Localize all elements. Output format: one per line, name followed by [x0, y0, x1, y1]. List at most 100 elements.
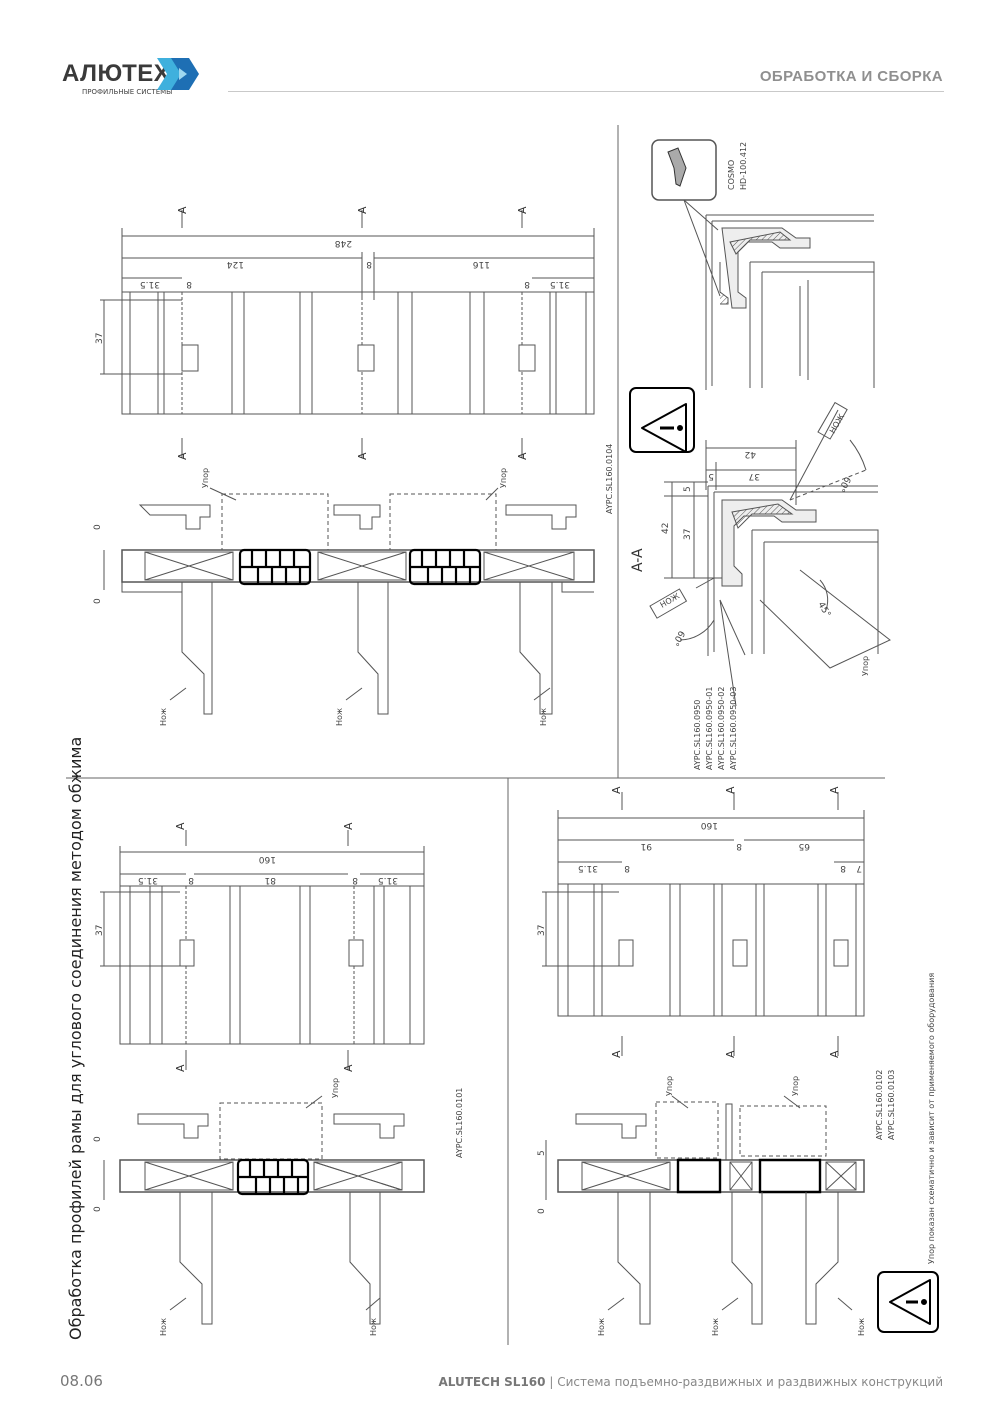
dim-label: 124 [227, 259, 244, 269]
section-mark: A [724, 786, 737, 794]
logo-subtext: ПРОФИЛЬНЫЕ СИСТЕМЫ [82, 88, 173, 96]
dim-label: 0 [93, 598, 103, 604]
dim-label: 0 [93, 1136, 103, 1142]
stop-label: Упор [331, 1078, 340, 1098]
page-title: Обработка профилей рамы для углового сое… [66, 736, 85, 1340]
section-mark: A [356, 206, 369, 214]
top-right-drawing [629, 139, 891, 707]
section-mark: A [176, 206, 189, 214]
dim-label: 0 [93, 524, 103, 530]
dim-label: 160 [701, 820, 718, 830]
warning-box-top [629, 387, 695, 453]
dim-label: 8 [524, 279, 530, 289]
dim-label: 7 [856, 863, 862, 873]
section-mark: A [828, 1050, 841, 1058]
knife-label: Нож [369, 1318, 378, 1336]
dim-label: 8 [840, 863, 846, 873]
dim-label: 0 [93, 1206, 103, 1212]
knife-label: Нож [711, 1318, 720, 1336]
section-mark: A [828, 786, 841, 794]
knife-label: Нож [335, 708, 344, 726]
section-mark: A [516, 206, 529, 214]
knife-label: Нож [597, 1318, 606, 1336]
tool-code: AYPC.SL160.0101 [455, 1088, 464, 1158]
tool-code: AYPC.SL160.0950-02 [717, 687, 726, 770]
warning-box-bottom [877, 1271, 939, 1333]
dim-label: 0 [537, 1208, 547, 1214]
knife-label: Нож [159, 708, 168, 726]
section-mark: A [174, 822, 187, 830]
knife-label: Нож [539, 708, 548, 726]
stop-label: Упор [499, 468, 508, 488]
logo-text: АЛЮТЕХ [62, 60, 171, 87]
dim-label: 42 [661, 523, 671, 534]
dim-label: 31.5 [378, 875, 398, 885]
dim-label: 60° [669, 629, 686, 648]
footer-separator: | [549, 1375, 554, 1389]
dim-label: 8 [736, 841, 742, 851]
dim-label: 8 [624, 863, 630, 873]
tool-code: AYPC.SL160.0102 [875, 1070, 884, 1140]
tool-brand: COSMO [727, 160, 736, 190]
dim-label: 60° [835, 475, 852, 494]
dim-label: 31.5 [578, 863, 598, 873]
dim-label: 37 [749, 471, 760, 481]
dim-label: 8 [366, 259, 372, 269]
footer-product: ALUTECH SL160 [438, 1375, 546, 1389]
footer-description: Система подъемно-раздвижных и раздвижных… [557, 1375, 943, 1389]
dim-label: 31.5 [140, 279, 160, 289]
dim-label: 5 [683, 486, 693, 492]
dim-label: 37 [537, 925, 547, 936]
note: Упор показан схематично и зависит от при… [927, 973, 936, 1264]
warning-icon [641, 403, 931, 1325]
bottom-left-drawing [100, 830, 425, 1325]
knife-label: Нож [857, 1318, 866, 1336]
stop-label: Упор [201, 468, 210, 488]
dim-label: 37 [683, 529, 693, 540]
bottom-right-drawing [542, 792, 939, 1333]
tool-code: AYPC.SL160.0950-03 [729, 687, 738, 770]
section-view-label: A-A [630, 548, 646, 572]
dim-label: 31.5 [138, 875, 158, 885]
tool-code: AYPC.SL160.0950-01 [705, 687, 714, 770]
dim-label: 65 [799, 841, 810, 851]
section-title: ОБРАБОТКА И СБОРКА [759, 68, 943, 85]
dim-label: 8 [352, 875, 358, 885]
stop-label: Упор [861, 656, 870, 676]
section-mark: A [342, 822, 355, 830]
dim-label: 8 [186, 279, 192, 289]
tool-code: AYPC.SL160.0103 [887, 1070, 896, 1140]
tool-code: HD-100.412 [739, 142, 748, 190]
top-left-drawing [100, 210, 595, 715]
footer-text: ALUTECH SL160 | Система подъемно-раздвиж… [439, 1375, 944, 1389]
dim-label: 5 [708, 471, 714, 481]
tool-code: AYPC.SL160.0104 [605, 444, 614, 514]
stop-label: Упор [791, 1076, 800, 1096]
dim-label: 42 [745, 449, 756, 459]
stop-label: Упор [665, 1076, 674, 1096]
section-mark: A [176, 452, 189, 460]
dim-label: 8 [188, 875, 194, 885]
section-mark: A [342, 1064, 355, 1072]
dim-label: 5 [537, 1150, 547, 1156]
section-mark: A [356, 452, 369, 460]
dim-label: 248 [335, 238, 352, 248]
page-number: 08.06 [60, 1372, 103, 1390]
header-divider [228, 91, 944, 92]
section-mark: A [174, 1064, 187, 1072]
dim-label: 45° [815, 601, 832, 620]
section-mark: A [724, 1050, 737, 1058]
dim-label: 37 [95, 925, 105, 936]
dim-label: 116 [473, 259, 490, 269]
dim-label: 91 [641, 841, 652, 851]
knife-label: Нож [159, 1318, 168, 1336]
dim-label: 37 [95, 333, 105, 344]
dim-label: 81 [265, 875, 276, 885]
logo-mark-icon [157, 58, 199, 90]
tool-code: AYPC.SL160.0950 [693, 700, 702, 770]
dim-label: 31.5 [550, 279, 570, 289]
section-mark: A [610, 786, 623, 794]
section-mark: A [516, 452, 529, 460]
dim-label: 160 [259, 854, 276, 864]
